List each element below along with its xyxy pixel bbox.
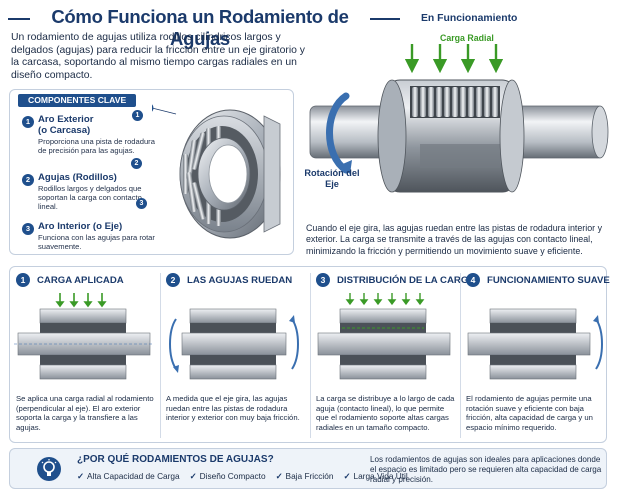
callout-1: 1: [152, 104, 177, 115]
component-subtitle: (o Carcasa): [38, 125, 91, 136]
steps-panel: 1 CARGA APLICADA Se aplica una carga rad…: [9, 266, 610, 444]
benefit-item: ✓Alta Capacidad de Carga: [77, 471, 180, 481]
components-header: COMPONENTES CLAVE: [18, 94, 137, 107]
callout-3: 3: [136, 198, 147, 209]
components-panel: COMPONENTES CLAVE 1 Aro Exterior (o Carc…: [9, 89, 294, 255]
rotation-arrow-icon: [326, 92, 352, 174]
visible-needles: [412, 87, 498, 117]
step-number: 4: [466, 273, 480, 287]
step-4-illustration: [467, 308, 603, 380]
benefit-label: Baja Fricción: [285, 471, 334, 481]
load-arrow-icon: [55, 293, 107, 308]
step-title: CARGA APLICADA: [37, 275, 124, 286]
step-desc: Se aplica una carga radial al rodamiento…: [16, 394, 154, 432]
step-2: 2 LAS AGUJAS RUEDAN A medida que el eje …: [160, 267, 310, 444]
step-title: FUNCIONAMIENTO SUAVE: [487, 275, 610, 286]
title-row: Cómo Funciona un Rodamiento de Agujas: [0, 4, 400, 49]
component-number: 2: [22, 174, 34, 186]
component-number: 1: [22, 116, 34, 128]
title-rule-right: [370, 18, 400, 20]
intro-text: Un rodamiento de agujas utiliza rodillos…: [11, 32, 305, 81]
check-icon: ✓: [189, 471, 197, 481]
rotation-label: Rotación del Eje: [304, 168, 360, 189]
step-number: 2: [166, 273, 180, 287]
step-title: LAS AGUJAS RUEDAN: [187, 275, 293, 286]
step-2-illustration: [169, 308, 299, 380]
why-text: Los rodamientos de agujas son ideales pa…: [370, 455, 602, 485]
step-desc: A medida que el eje gira, las agujas rue…: [166, 394, 300, 423]
benefit-item: ✓Baja Fricción: [276, 471, 334, 481]
step-3-illustration: [317, 293, 451, 380]
step-1: 1 CARGA APLICADA Se aplica una carga rad…: [10, 267, 160, 444]
benefit-item: ✓Diseño Compacto: [190, 471, 266, 481]
page-title: Cómo Funciona un Rodamiento de Agujas: [51, 6, 349, 49]
component-desc: Proporciona una pista de rodadura de pre…: [38, 137, 155, 156]
radial-load-arrows: [404, 44, 504, 74]
step-desc: El rodamiento de agujas permite una rota…: [466, 394, 593, 432]
step-1-illustration: [14, 293, 154, 380]
why-title: ¿POR QUÉ RODAMIENTOS DE AGUJAS?: [77, 454, 274, 465]
step-divider: [160, 273, 161, 438]
callout-2: 2: [131, 158, 142, 169]
check-icon: ✓: [343, 471, 351, 481]
benefit-label: Larga Vida Útil: [353, 471, 408, 481]
benefit-label: Diseño Compacto: [199, 471, 266, 481]
lightbulb-icon: [37, 457, 61, 481]
step-number: 3: [316, 273, 330, 287]
title-rule-left: [8, 18, 30, 20]
component-desc: Rodillos largos y delgados que soportan …: [38, 184, 142, 212]
component-title: Aro Interior (o Eje): [38, 221, 123, 232]
step-divider: [460, 273, 461, 438]
step-divider: [310, 273, 311, 438]
step-title: DISTRIBUCIÓN DE LA CARGA: [337, 275, 476, 286]
operation-title: En Funcionamiento: [421, 13, 518, 24]
benefit-list: ✓Alta Capacidad de Carga ✓Diseño Compact…: [77, 471, 408, 481]
why-panel: ¿POR QUÉ RODAMIENTOS DE AGUJAS? ✓Alta Ca…: [9, 448, 607, 489]
component-desc: Funciona con las agujas para rotar suave…: [38, 233, 155, 252]
benefit-item: ✓Larga Vida Útil: [344, 471, 408, 481]
step-3: 3 DISTRIBUCIÓN DE LA CARGA La carga se d…: [310, 267, 475, 444]
component-title: Aro Exterior: [38, 114, 94, 125]
callout-1-marker: 1: [132, 110, 143, 121]
check-icon: ✓: [77, 471, 84, 481]
step-desc: La carga se distribuye a lo largo de cad…: [316, 394, 455, 432]
benefit-label: Alta Capacidad de Carga: [86, 471, 180, 481]
check-icon: ✓: [275, 471, 283, 481]
operating-bearing-illustration: [309, 44, 609, 193]
component-title: Agujas (Rodillos): [38, 172, 117, 183]
step-number: 1: [16, 273, 30, 287]
component-number: 3: [22, 223, 34, 235]
bearing-cutaway-illustration: 1: [152, 104, 281, 239]
step-4: 4 FUNCIONAMIENTO SUAVE El rodamiento de …: [460, 267, 610, 444]
operation-caption: Cuando el eje gira, las agujas ruedan en…: [306, 223, 603, 256]
radial-load-label: Carga Radial: [440, 33, 494, 43]
